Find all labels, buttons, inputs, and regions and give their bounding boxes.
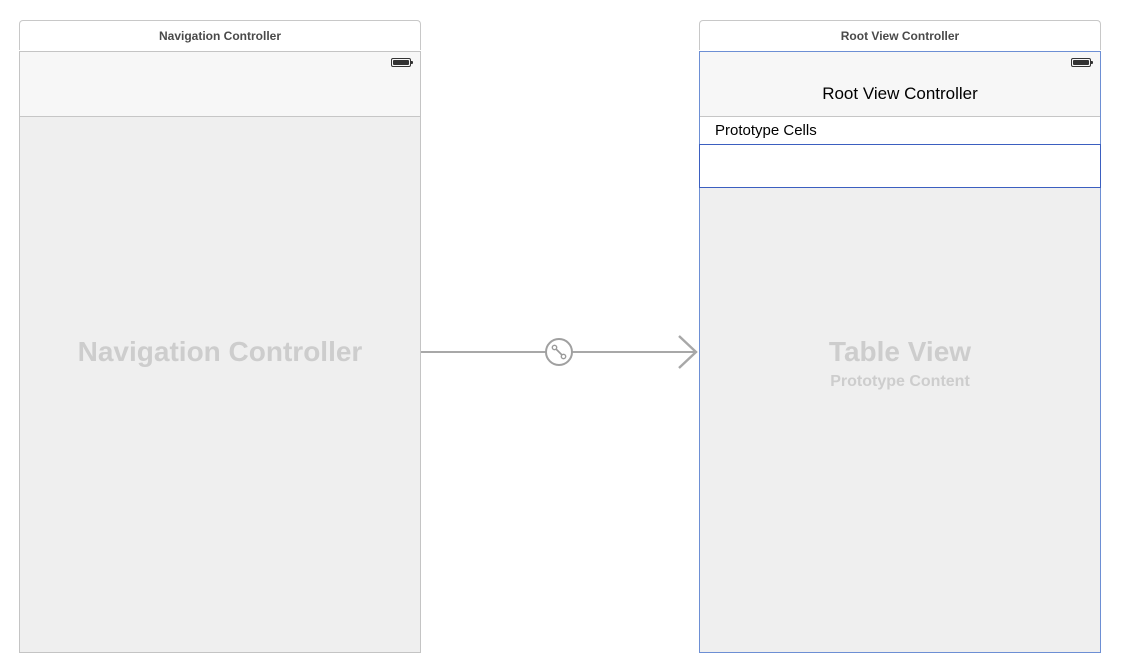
- segue-relationship-icon[interactable]: [545, 338, 573, 366]
- prototype-cells-header: Prototype Cells: [700, 117, 1100, 145]
- prototype-table-cell[interactable]: [699, 144, 1101, 188]
- root-view-controller-scene[interactable]: Root View Controller Prototype Cells Tab…: [699, 51, 1101, 653]
- root-view-controller-scene-title[interactable]: Root View Controller: [699, 20, 1101, 50]
- navigation-bar[interactable]: [20, 52, 420, 117]
- prototype-content-placeholder-label: Prototype Content: [830, 373, 970, 390]
- navigation-controller-scene-title[interactable]: Navigation Controller: [19, 20, 421, 50]
- segue-arrowhead-icon: [678, 335, 698, 369]
- navigation-controller-placeholder-label: Navigation Controller: [77, 336, 363, 367]
- battery-icon: [1071, 58, 1093, 67]
- navigation-item-title[interactable]: Root View Controller: [822, 84, 978, 103]
- table-view-placeholder-label: Table View: [828, 336, 972, 367]
- navigation-controller-scene[interactable]: Navigation Controller: [19, 51, 421, 653]
- battery-icon: [391, 58, 413, 67]
- root-navigation-bar[interactable]: Root View Controller: [700, 52, 1100, 117]
